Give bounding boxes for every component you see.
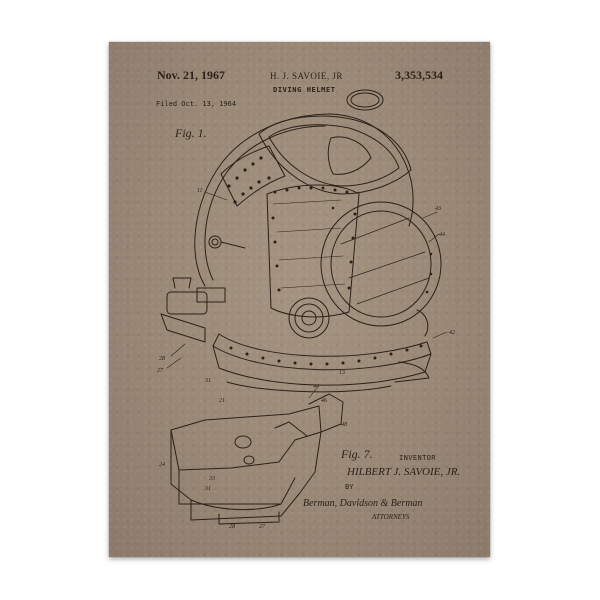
svg-text:28: 28 bbox=[229, 524, 235, 530]
helmet-drawing: 11 43 44 28 27 42 21 13 44 31 46 48 24 3… bbox=[157, 89, 455, 530]
svg-text:27: 27 bbox=[157, 368, 164, 374]
attorneys-signature: Berman, Davidson & Berman bbox=[303, 498, 423, 509]
svg-text:44: 44 bbox=[439, 231, 445, 238]
patent-date: Nov. 21, 1967 bbox=[157, 68, 226, 82]
attorneys-label: ATTORNEYS bbox=[372, 513, 410, 521]
svg-text:46: 46 bbox=[321, 397, 327, 404]
patent-print: Nov. 21, 1967 H. J. SAVOIE, JR 3,353,534… bbox=[109, 42, 490, 557]
patent-inventor-header: H. J. SAVOIE, JR bbox=[270, 71, 343, 81]
svg-text:44: 44 bbox=[313, 383, 319, 390]
patent-title: DIVING HELMET bbox=[273, 86, 336, 94]
svg-text:43: 43 bbox=[435, 205, 441, 212]
svg-text:48: 48 bbox=[341, 421, 347, 428]
svg-text:13: 13 bbox=[339, 370, 345, 376]
inventor-signature: HILBERT J. SAVOIE, JR. bbox=[347, 466, 461, 478]
svg-text:31: 31 bbox=[204, 378, 211, 384]
svg-text:24: 24 bbox=[159, 461, 165, 468]
filed-date: Filed Oct. 13, 1964 bbox=[156, 100, 237, 108]
figure-1-label: Fig. 1. bbox=[175, 126, 207, 140]
svg-text:27: 27 bbox=[259, 524, 266, 530]
inventor-label: INVENTOR bbox=[399, 454, 436, 462]
svg-text:31: 31 bbox=[204, 486, 211, 492]
svg-text:28: 28 bbox=[159, 356, 165, 362]
by-label: BY bbox=[345, 483, 354, 491]
svg-text:33: 33 bbox=[208, 476, 215, 482]
svg-text:42: 42 bbox=[449, 329, 455, 336]
svg-text:11: 11 bbox=[197, 188, 203, 194]
figure-2-label: Fig. 7. bbox=[341, 447, 373, 461]
svg-text:21: 21 bbox=[219, 398, 225, 404]
patent-number: 3,353,534 bbox=[395, 68, 443, 82]
